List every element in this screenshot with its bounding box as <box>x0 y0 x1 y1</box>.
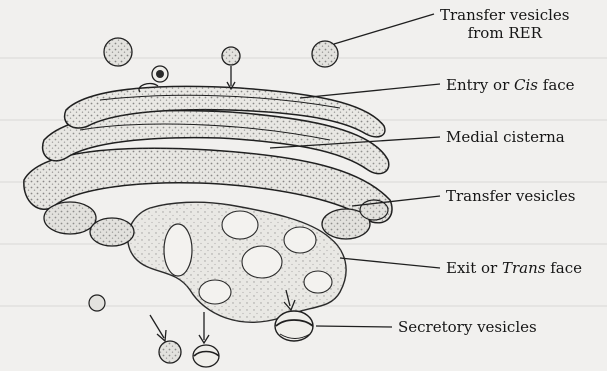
label-transfer-vesicles-rer-line1: Transfer vesicles <box>440 6 569 24</box>
label-entry-suffix: face <box>538 76 575 94</box>
label-exit-italic: Trans <box>502 259 545 277</box>
label-entry-cis-face: Entry or Cis face <box>446 76 575 94</box>
label-exit-trans-face: Exit or Trans face <box>446 259 582 277</box>
trans-face-mass <box>128 202 346 322</box>
label-secretory-vesicles: Secretory vesicles <box>398 318 537 336</box>
label-exit-suffix: face <box>545 259 582 277</box>
label-transfer-vesicles-rer: Transfer vesicles from RER <box>440 6 569 42</box>
label-transfer-vesicles-rer-line2: from RER <box>440 24 569 42</box>
label-entry-prefix: Entry or <box>446 76 514 94</box>
label-exit-prefix: Exit or <box>446 259 502 277</box>
label-entry-italic: Cis <box>514 76 538 94</box>
label-medial-cisterna: Medial cisterna <box>446 128 565 146</box>
rer-vesicles <box>104 38 338 89</box>
label-transfer-vesicles: Transfer vesicles <box>446 187 575 205</box>
